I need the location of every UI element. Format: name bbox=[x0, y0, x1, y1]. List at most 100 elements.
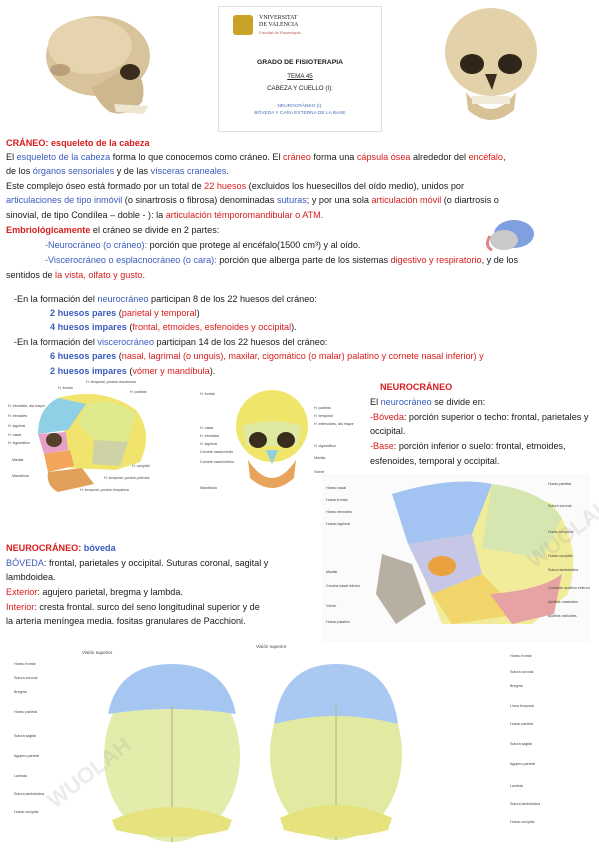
label: Bregma bbox=[510, 684, 523, 688]
label: H. parietal bbox=[314, 406, 331, 410]
boveda-title: NEUROCRÁNEO: bóveda bbox=[6, 541, 116, 555]
topic-line-2: BÓVEDA Y CARA EXTERNA DE LA BASE bbox=[254, 111, 346, 116]
text: -En la formación del bbox=[14, 294, 98, 304]
text: porción que protege al encéfalo(1500 cm³… bbox=[147, 240, 361, 250]
text: alrededor del bbox=[410, 152, 469, 162]
formacion-l4: -En la formación del viscerocráneo parti… bbox=[14, 335, 327, 349]
term: Interior bbox=[6, 602, 35, 612]
label: Hueso temporal bbox=[548, 530, 574, 534]
label: Cornete nasal inferior bbox=[200, 460, 235, 464]
term: -Viscerocráneo o esplacnocráneo (o cara)… bbox=[45, 255, 217, 265]
label: Hueso frontal bbox=[510, 654, 532, 658]
text: ( bbox=[126, 366, 133, 376]
label: Hueso frontal bbox=[14, 662, 36, 666]
label: Cornete nasal medio bbox=[200, 450, 234, 454]
text: : agujero parietal, bregma y lambda. bbox=[37, 587, 183, 597]
vision-superior-title: Visión superior bbox=[82, 650, 113, 655]
neuro-title: NEUROCRÁNEO bbox=[380, 382, 453, 392]
skull-lateral-photo bbox=[30, 8, 180, 126]
term: neurocráneo bbox=[380, 397, 432, 407]
text: (o diartrosis o bbox=[441, 195, 499, 205]
label: Maxilar bbox=[314, 456, 326, 460]
text: forma una bbox=[310, 152, 357, 162]
text: . bbox=[226, 166, 229, 176]
label: H. lagrimal bbox=[8, 424, 26, 428]
text: se divide en: bbox=[431, 397, 486, 407]
label: H. etmoides bbox=[8, 414, 28, 418]
label: H. occipital bbox=[132, 464, 150, 468]
boveda-l4: Interior: cresta frontal. surco del seno… bbox=[6, 600, 260, 614]
topic-line-1: NEUROCRÁNEO (I): bbox=[277, 104, 323, 109]
label: Hueso palatino bbox=[326, 620, 350, 624]
label: Línea temporal bbox=[510, 704, 534, 708]
craneo-heading-text: CRÁNEO: esqueleto de la cabeza bbox=[6, 138, 150, 148]
label: H. cigomático bbox=[8, 441, 30, 445]
craneo-p4: articulaciones de tipo inmóvil (o sinart… bbox=[6, 193, 499, 207]
formacion-l3: 4 huesos impares (frontal, etmoides, esf… bbox=[50, 320, 297, 334]
term: Exterior bbox=[6, 587, 38, 597]
craneo-p6: Embriológicamente el cráneo se divide en… bbox=[6, 223, 219, 237]
text: El bbox=[370, 397, 381, 407]
term: articulaciones de tipo inmóvil bbox=[6, 195, 123, 205]
label: Sutura coronal bbox=[14, 676, 38, 680]
tema-label: TEMA 45 bbox=[287, 73, 313, 80]
label: Apófisis mastoides bbox=[548, 600, 578, 604]
craneo-p2: de los órganos sensoriales y de las vísc… bbox=[6, 164, 229, 178]
label: Sutura sagital bbox=[510, 742, 532, 746]
label: Conducto auditivo externo bbox=[548, 586, 590, 590]
text: (o sinartrosis o fibrosa) denominadas bbox=[122, 195, 277, 205]
label: H. frontal bbox=[200, 392, 215, 396]
text: ; y por una sola bbox=[306, 195, 372, 205]
skull-frontal-photo bbox=[432, 6, 550, 128]
text: (excluidos los huesecillos del oído medi… bbox=[246, 181, 465, 191]
term: órganos sensoriales bbox=[32, 166, 115, 176]
craneo-p8: -Viscerocráneo o esplacnocráneo (o cara)… bbox=[45, 253, 518, 267]
craneo-p5: sinovial, de tipo Condílea – doble - ): … bbox=[6, 208, 323, 222]
neuro-box-l5: esfenoides, temporal y occipital. bbox=[370, 454, 499, 468]
craneo-p9: sentidos de la vista, olfato y gusto. bbox=[6, 268, 145, 282]
term: 4 huesos impares bbox=[50, 322, 127, 332]
label: Hueso etmoides bbox=[326, 510, 352, 514]
term: bóveda bbox=[81, 543, 116, 553]
label: H. esfenoides, ala mayor bbox=[314, 422, 354, 426]
tema-subtitle: CABEZA Y CUELLO (I): bbox=[267, 85, 333, 92]
label: H. lagrimal bbox=[200, 442, 218, 446]
text: ( bbox=[116, 351, 122, 361]
label: Sutura lambdoidea bbox=[548, 568, 579, 572]
term: parietal y temporal bbox=[121, 308, 197, 318]
term: Embriológicamente bbox=[6, 225, 91, 235]
label: Agujero parietal bbox=[510, 762, 536, 766]
text: : frontal, parietales y occipital. Sutur… bbox=[43, 558, 269, 568]
label: H. etmoides, ala mayor bbox=[8, 404, 45, 408]
text: participan 14 de los 22 huesos del cráne… bbox=[154, 337, 328, 347]
text: ( bbox=[126, 322, 133, 332]
text: : porción inferior o suelo: frontal, etm… bbox=[393, 441, 566, 451]
text: -En la formación del bbox=[14, 337, 98, 347]
text: : porción superior o techo: frontal, par… bbox=[403, 412, 589, 422]
term: la vista, olfato y gusto bbox=[55, 270, 143, 280]
text: la arteria meníngea media. fositas granu… bbox=[6, 616, 246, 626]
text: Este complejo óseo está formado por un t… bbox=[6, 181, 205, 191]
label: Hueso nasal bbox=[326, 486, 346, 490]
label: H. temporal bbox=[314, 414, 333, 418]
text: ). bbox=[291, 322, 297, 332]
uni-name-2: DE VALÈNCIA bbox=[259, 22, 299, 28]
label: Maxilar bbox=[326, 570, 338, 574]
term: neurocráneo bbox=[97, 294, 149, 304]
neuro-box-l2: -Bóveda: porción superior o techo: front… bbox=[370, 410, 588, 424]
course-title: GRADO DE FISIOTERAPIA bbox=[256, 59, 344, 66]
term: articulación móvil bbox=[371, 195, 442, 205]
term: digestivo y respiratorio bbox=[390, 255, 482, 265]
label: Mandíbula bbox=[200, 486, 217, 490]
label: Hueso occipital bbox=[510, 820, 535, 824]
craneo-p1: El esqueleto de la cabeza forma lo que c… bbox=[6, 150, 506, 164]
boveda-l2: lambdoidea. bbox=[6, 570, 56, 584]
formacion-l2: 2 huesos pares (parietal y temporal) bbox=[50, 306, 200, 320]
label: Vómer bbox=[326, 604, 337, 608]
text: participan 8 de los 22 huesos del cráneo… bbox=[148, 294, 317, 304]
term: cráneo bbox=[283, 152, 311, 162]
text: forma lo que conocemos como cráneo. El bbox=[110, 152, 284, 162]
neuro-box-l1: El neurocráneo se divide en: bbox=[370, 395, 485, 409]
boveda-l5: la arteria meníngea media. fositas granu… bbox=[6, 614, 246, 628]
text: occipital. bbox=[370, 426, 406, 436]
